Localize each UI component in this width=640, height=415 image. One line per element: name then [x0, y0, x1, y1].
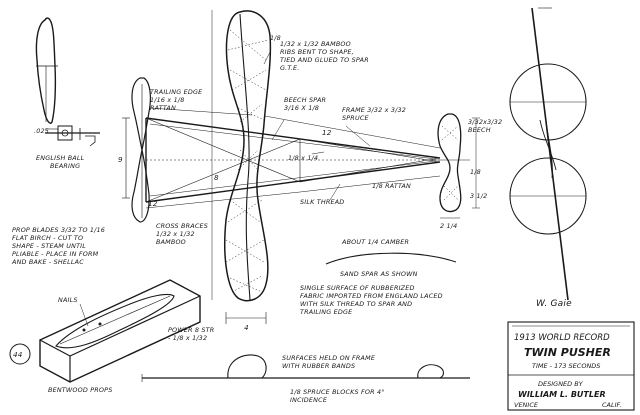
surfaces-note-line: WITH RUBBER BANDS	[282, 362, 355, 370]
beech-spar-note-line: 3/16 X 1/8	[284, 104, 319, 112]
frame-note-line: SPRUCE	[342, 114, 369, 122]
power-note-line: POWER 8 STR	[168, 326, 214, 334]
beech-tip-note-line: 3/32x3/32	[468, 118, 502, 126]
spruce-note-line: 1/8 SPRUCE BLOCKS FOR 4°	[290, 388, 385, 396]
dimension-8-label: 8	[214, 173, 219, 182]
te-note-line: RATTAN	[150, 104, 176, 112]
dimension-4-label: 4	[244, 323, 249, 332]
rib-note-line: 1/32 x 1/32 BAMBOO	[280, 40, 351, 48]
fabric-note-line: TRAILING EDGE	[300, 308, 353, 316]
bearing-size-label: .025	[34, 127, 49, 135]
dimension-9	[122, 117, 130, 199]
dimension-12-top	[149, 107, 441, 149]
artist-signature: W. Gaie	[536, 299, 572, 309]
title-line-1: 1913 WORLD RECORD	[514, 333, 610, 343]
sand-spar-note: SAND SPAR AS SHOWN	[340, 270, 418, 278]
left-propeller-top-view	[131, 77, 151, 223]
nails-note: NAILS	[58, 296, 78, 304]
page-number: 44	[13, 350, 23, 359]
surfaces-note-line: SURFACES HELD ON FRAME	[282, 354, 376, 362]
spruce-note-line: INCIDENCE	[290, 396, 328, 404]
bentwood-prop-form	[39, 279, 201, 383]
rib-note-line: G.T.E.	[280, 64, 299, 72]
span-mark-label: 1/8	[270, 34, 281, 42]
fabric-note-line: WITH SILK THREAD TO SPAR AND	[300, 300, 412, 308]
title-block	[507, 321, 635, 411]
page-number-circle	[9, 343, 31, 365]
dimension-2-1-4-label: 2 1/4	[440, 222, 457, 230]
cross-note-line: 1/32 x 1/32	[156, 230, 195, 238]
bearing-name-label: ENGLISH BALL BEARING	[36, 154, 87, 170]
rattan-note: 1/8 RATTAN	[372, 182, 411, 190]
prop-note-line: FLAT BIRCH - CUT TO	[12, 234, 83, 242]
canard-1-8-label: 1/8	[470, 168, 481, 176]
camber-arc	[325, 252, 457, 265]
main-wing	[211, 10, 272, 324]
dimension-9-label: 9	[118, 155, 123, 164]
prop-note-line: AND BAKE - SHELLAC	[11, 258, 84, 266]
power-note: POWER 8 STR- 1/8 x 1/32	[168, 326, 214, 342]
cross-note-line: BAMBOO	[156, 238, 186, 246]
a-frame-fuselage	[145, 117, 441, 203]
ball-bearing-detail	[45, 125, 100, 147]
designer-state: CALIF.	[602, 401, 622, 409]
te-note-line: 1/16 x 1/8	[150, 96, 184, 104]
side-view-propellers	[509, 7, 587, 301]
designer-name: WILLIAM L. BUTLER	[518, 390, 606, 399]
silk-thread-note: SILK THREAD	[300, 198, 344, 206]
cross-note-line: CROSS BRACES	[156, 222, 208, 230]
title-line-2: TWIN PUSHER	[524, 346, 611, 359]
fabric-note-line: SINGLE SURFACE OF RUBBERIZED	[300, 284, 415, 292]
spruce-block-detail	[141, 354, 470, 382]
rib-note-line: RIBS BENT TO SHAPE,	[280, 48, 354, 56]
dimension-3-1-2-label: 3 1/2	[470, 192, 487, 200]
frame-note-line: FRAME 3/32 x 3/32	[342, 106, 406, 114]
beech-tip-note-line: BEECH	[468, 126, 491, 134]
prop-blade-side-view	[35, 17, 58, 124]
designer-city: VENICE	[514, 401, 539, 409]
fabric-note-line: FABRIC IMPORTED FROM ENGLAND LACED	[300, 292, 443, 300]
te-note-line: TRAILING EDGE	[150, 88, 203, 96]
beech-spar-note-line: BEECH SPAR	[284, 96, 326, 104]
dimension-12-bottom	[145, 175, 441, 209]
camber-note: ABOUT 1/4 CAMBER	[341, 238, 409, 246]
canard-elevator	[432, 113, 480, 219]
dimension-12-bottom-label: 12	[148, 199, 158, 208]
power-note-line: - 1/8 x 1/32	[168, 334, 207, 342]
dimension-12-top-label: 12	[322, 128, 332, 137]
prop-note-line: SHAPE - STEAM UNTIL	[12, 242, 86, 250]
prop-note-line: PLIABLE - PLACE IN FORM	[12, 250, 99, 258]
rib-note-line: TIED AND GLUED TO SPAR	[280, 56, 369, 64]
prop-note-line: PROP BLADES 3/32 TO 1/16	[12, 226, 105, 234]
inner-dimension-label: 1/8 x 1/4	[288, 154, 318, 162]
designed-by-label: DESIGNED BY	[538, 380, 584, 388]
title-line-3: TIME - 173 SECONDS	[532, 362, 600, 370]
bentwood-props-label: BENTWOOD PROPS	[48, 386, 112, 394]
spruce-blocks-note: 1/8 SPRUCE BLOCKS FOR 4°INCIDENCE	[290, 388, 385, 404]
